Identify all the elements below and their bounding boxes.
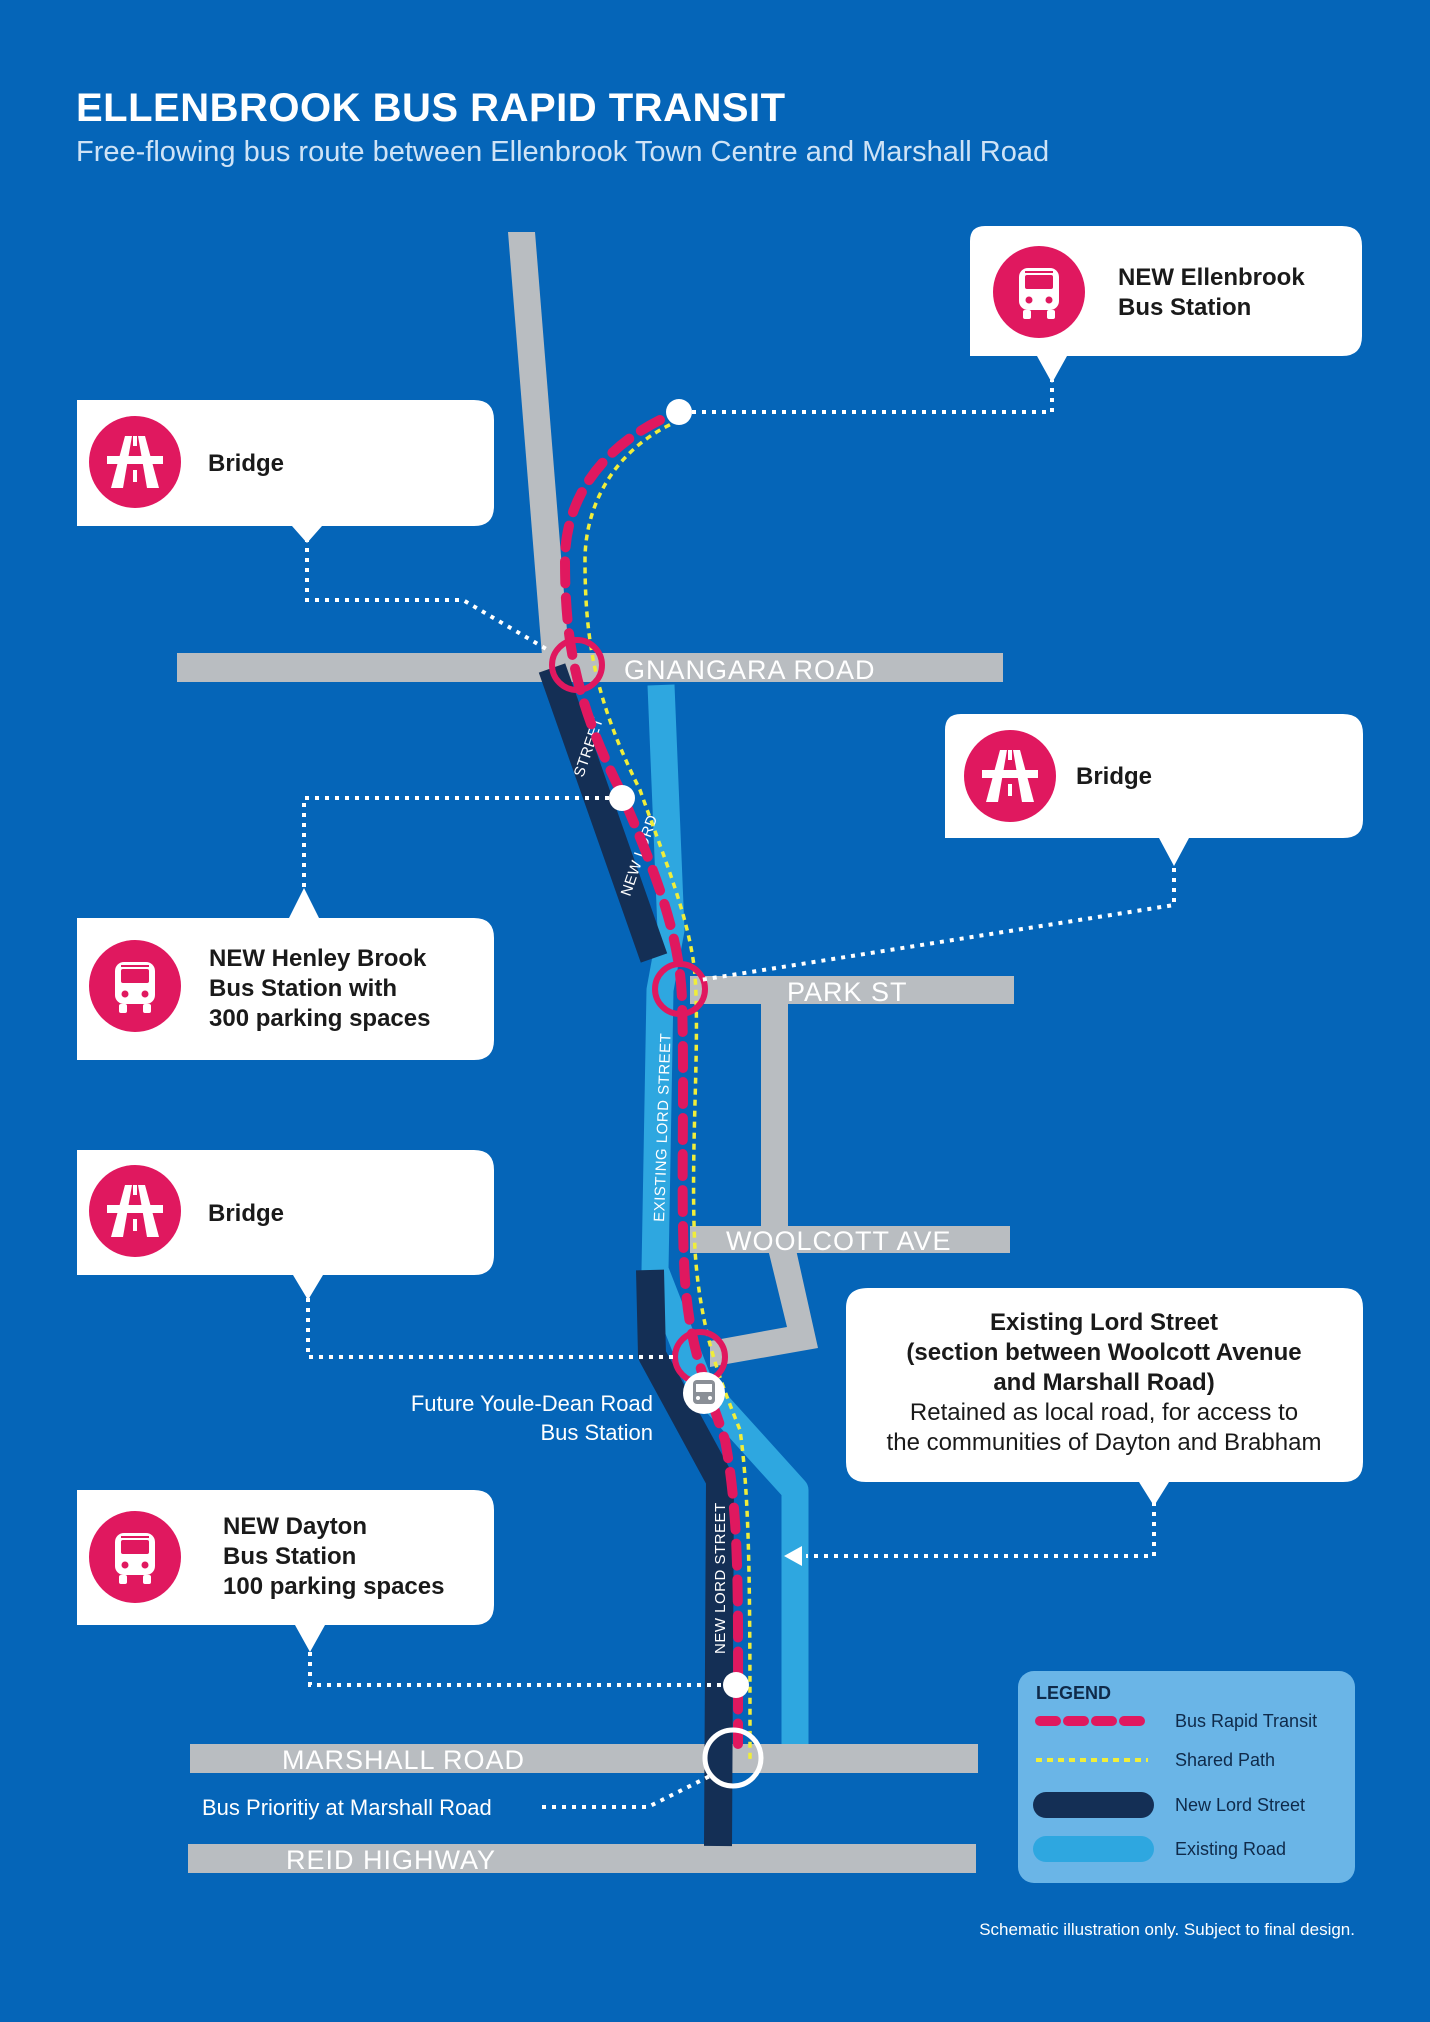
legend: LEGEND Bus Rapid Transit Shared Path New… [1018,1671,1355,1883]
legend-item-shared-path: Shared Path [1175,1750,1275,1770]
existing-lord-street-label: EXISTING LORD STREET [651,1032,675,1222]
dayton-callout-line2: Bus Station [223,1543,356,1570]
existing-lord-callout-line3: and Marshall Road) [993,1369,1214,1396]
park-st-connector [761,990,788,1240]
ellenbrook-callout-line1: NEW Ellenbrook [1118,264,1305,291]
marshall-road-label: MARSHALL ROAD [282,1745,525,1775]
existing-lord-callout-line1: Existing Lord Street [990,1309,1218,1336]
henley-brook-callout: NEW Henley Brook Bus Station with 300 pa… [77,888,494,1060]
bridge-callout-2-label: Bridge [1076,763,1152,790]
ellenbrook-callout-line2: Bus Station [1118,294,1251,321]
bridge-callout-3-label: Bridge [208,1200,284,1227]
footnote: Schematic illustration only. Subject to … [979,1920,1355,1939]
new-lord-street-road [538,663,734,1847]
legend-item-brt: Bus Rapid Transit [1175,1711,1317,1731]
page-subtitle: Free-flowing bus route between Ellenbroo… [76,136,1050,168]
legend-item-existing-road: Existing Road [1175,1839,1286,1859]
dayton-station-node [723,1672,749,1698]
existing-lord-street-callout: Existing Lord Street (section between Wo… [846,1288,1363,1506]
existing-lord-callout-line4: Retained as local road, for access to [910,1399,1298,1426]
bridge-callout-gnangara: Bridge [77,400,494,543]
park-street [690,976,1014,1004]
ellenbrook-station-node [666,399,692,425]
bridge-marker-gnangara [549,637,605,693]
youle-dean-label-line2: Bus Station [540,1420,653,1445]
reid-highway-label: REID HIGHWAY [286,1845,496,1875]
bridge-callout-park: Bridge [945,714,1363,866]
gnangara-road-label: GNANGARA ROAD [624,655,876,685]
new-lord-lower-label: NEW LORD STREET [712,1502,729,1654]
bridge-callout-youle-dean: Bridge [77,1150,494,1300]
bridge-callout-1-label: Bridge [208,450,284,477]
henley-callout-line2: Bus Station with [209,975,397,1002]
shared-path-line [583,418,752,1761]
existing-lord-callout-line5: the communities of Dayton and Brabham [887,1429,1322,1456]
youle-dean-station-icon [683,1372,725,1414]
legend-existing-road-swatch [1033,1836,1154,1862]
bridge-marker-park [652,961,708,1017]
henley-brook-station-node [609,785,635,811]
legend-item-new-lord-street: New Lord Street [1175,1795,1305,1815]
dayton-callout-line3: 100 parking spaces [223,1573,444,1600]
henley-callout-line1: NEW Henley Brook [209,945,427,972]
roads [177,232,1014,1873]
park-st-label: PARK ST [787,977,908,1007]
northern-road [508,232,570,668]
reid-highway [188,1844,976,1873]
existing-lord-callout-line2: (section between Woolcott Avenue [906,1339,1301,1366]
woolcott-connector [710,1245,818,1367]
page-title: ELLENBROOK BUS RAPID TRANSIT [76,86,786,130]
woolcott-avenue [690,1226,1010,1253]
dayton-callout: NEW Dayton Bus Station 100 parking space… [77,1490,494,1652]
existing-road-arrow [784,1546,802,1566]
legend-new-lord-swatch [1033,1792,1154,1818]
dayton-callout-line1: NEW Dayton [223,1513,367,1540]
bus-rapid-transit-line [559,415,744,1749]
gnangara-road [177,653,1003,682]
marshall-road [190,1744,978,1773]
bus-priority-label: Bus Prioritiy at Marshall Road [202,1795,492,1820]
youle-dean-label-line1: Future Youle-Dean Road [411,1391,653,1416]
henley-callout-line3: 300 parking spaces [209,1005,430,1032]
woolcott-ave-label: WOOLCOTT AVE [726,1226,952,1256]
ellenbrook-station-callout: NEW Ellenbrook Bus Station [970,226,1362,383]
marshall-road-priority-marker [702,1727,764,1789]
legend-title: LEGEND [1036,1683,1111,1703]
